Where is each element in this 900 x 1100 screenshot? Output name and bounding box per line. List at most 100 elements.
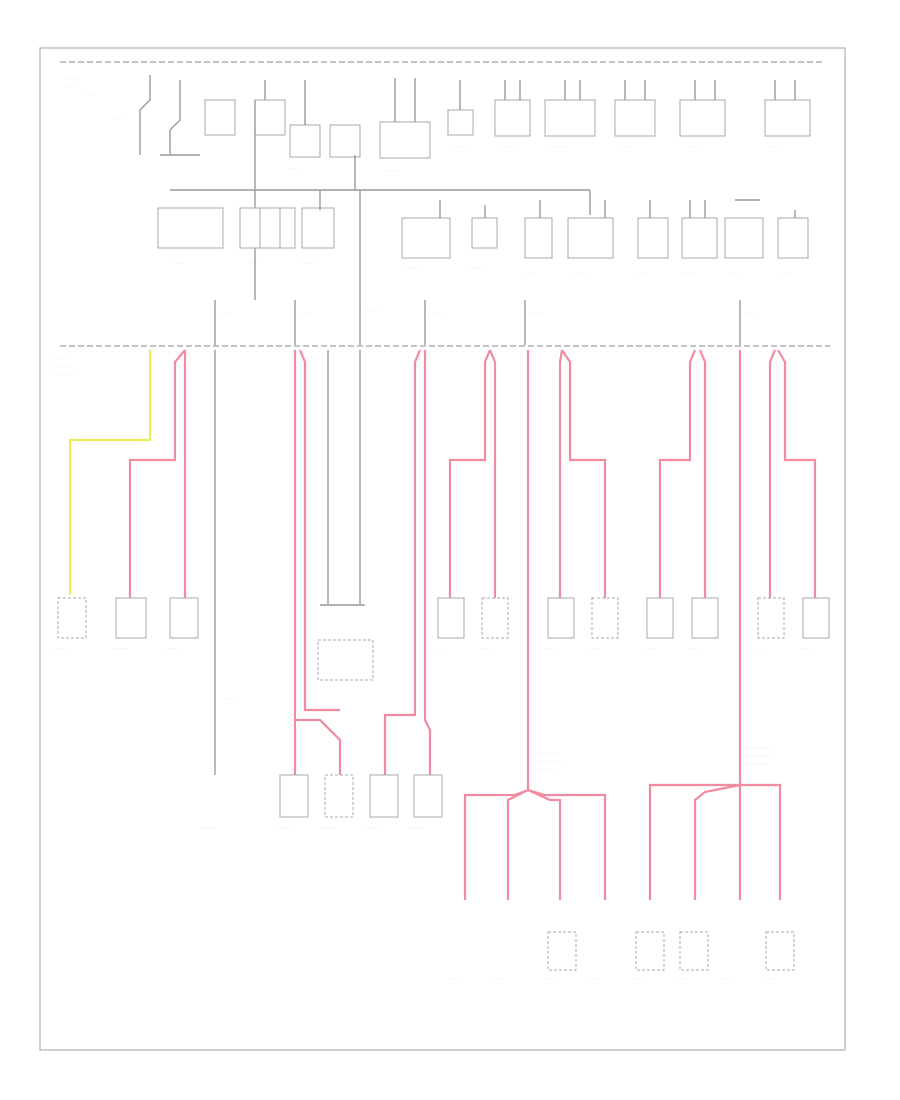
svg-text:· · · ·: · · · · xyxy=(730,271,739,276)
module-4 xyxy=(437,597,465,639)
svg-text:· · · · · · ·: · · · · · · · xyxy=(55,364,72,369)
svg-text:· · · · ·: · · · · · xyxy=(470,266,481,271)
svg-text:· · · · · ·: · · · · · · xyxy=(200,826,214,831)
relay-mid-11 xyxy=(777,217,809,259)
svg-text:· · · ·: · · · · xyxy=(525,271,534,276)
svg-text:· · · · · · · · ·: · · · · · · · · · xyxy=(745,762,767,767)
relay-mid-1 xyxy=(157,207,224,249)
svg-text:· · · ·: · · · · xyxy=(722,976,731,981)
relay-top-2 xyxy=(379,121,431,159)
svg-text:· · · ·: · · · · xyxy=(677,976,686,981)
module-3 xyxy=(169,597,199,639)
svg-text:· · · · ·: · · · · · xyxy=(620,144,631,149)
svg-text:· · · ·: · · · · xyxy=(545,976,554,981)
svg-text:· · · · · · ·: · · · · · · · xyxy=(365,308,382,313)
svg-text:· · · · · ·: · · · · · · xyxy=(500,144,514,149)
svg-text:· · · · ·: · · · · · xyxy=(745,311,756,316)
svg-text:· · · ·: · · · · xyxy=(480,646,489,651)
svg-text:· · · · ·: · · · · · xyxy=(770,144,781,149)
relay-mid-9 xyxy=(681,217,718,259)
module-8 xyxy=(646,597,674,639)
svg-text:· · · ·: · · · · xyxy=(450,976,459,981)
svg-text:· · · ·: · · · · xyxy=(175,261,184,266)
svg-text:· · · · · · · · · · ·: · · · · · · · · · · · xyxy=(745,754,772,759)
svg-text:· · · · ·: · · · · · xyxy=(455,144,466,149)
svg-text:· · · · · ·: · · · · · · xyxy=(65,76,79,81)
svg-text:· · · ·: · · · · xyxy=(800,646,809,651)
svg-text:· · · · · · · · · · · · ·: · · · · · · · · · · · · · xyxy=(532,759,564,764)
module-13 xyxy=(279,774,309,818)
harness-wires xyxy=(68,349,817,790)
svg-text:· · · ·: · · · · xyxy=(590,976,599,981)
module-11 xyxy=(802,597,830,639)
module-15 xyxy=(369,774,399,818)
svg-text:· · · ·: · · · · xyxy=(495,976,504,981)
svg-text:· · · · · ·: · · · · · · xyxy=(55,646,69,651)
relay-mid-6 xyxy=(524,217,553,259)
relay-top-4 xyxy=(494,99,531,137)
svg-text:· · · · · ·: · · · · · · xyxy=(322,826,336,831)
module-9 xyxy=(691,597,719,639)
module-7 xyxy=(591,597,619,639)
svg-text:· · · · ·: · · · · · xyxy=(250,261,261,266)
svg-text:· · · · · · · · · ·: · · · · · · · · · · xyxy=(745,746,769,751)
module-12 xyxy=(317,639,374,681)
diagram-frame xyxy=(39,47,846,1051)
svg-text:· · · · · ·: · · · · · · xyxy=(300,261,314,266)
bottom-module-4 xyxy=(765,931,795,971)
svg-text:· · · · · · ·: · · · · · · · xyxy=(165,646,182,651)
module-1 xyxy=(57,597,87,639)
relay-mid-7 xyxy=(567,217,614,259)
svg-text:· · · ·: · · · · xyxy=(633,976,642,981)
svg-text:· · · ·: · · · · xyxy=(690,646,699,651)
svg-text:· · ·: · · · xyxy=(170,146,176,151)
relay-mid-3 xyxy=(301,207,335,249)
svg-text:· · · ·: · · · · xyxy=(435,646,444,651)
svg-text:· · · · ·: · · · · · xyxy=(780,271,791,276)
svg-text:· · · · ·: · · · · · xyxy=(65,84,76,89)
relay-mid-12 xyxy=(259,207,281,249)
relay-top-5 xyxy=(544,99,596,137)
module-2 xyxy=(115,597,147,639)
mid-relay-row: · · · · · · · · · · · · · · · · · · · · … xyxy=(157,190,809,276)
relay-mid-5 xyxy=(471,217,498,249)
svg-text:· · · · · ·: · · · · · · xyxy=(385,168,399,173)
bottom-module-3 xyxy=(679,931,709,971)
wire-yellow xyxy=(68,350,152,595)
relay-top-9 xyxy=(254,99,286,136)
svg-text:· · · ·: · · · · xyxy=(765,976,774,981)
bottom-module-2 xyxy=(635,931,665,971)
relay-top-8 xyxy=(764,99,811,137)
module-16 xyxy=(413,774,443,818)
relay-mid-4 xyxy=(401,217,451,259)
splice-fanout: · · · · · · · · · · · · · · · · · · · · … xyxy=(463,746,782,900)
relay-top-1 xyxy=(289,124,321,158)
module-6 xyxy=(547,597,575,639)
svg-text:· · · · · · · · ·: · · · · · · · · · xyxy=(532,767,554,772)
svg-text:· · · · · · · · · · ·: · · · · · · · · · · · xyxy=(532,751,559,756)
svg-text:· · · · ·: · · · · · xyxy=(635,271,646,276)
svg-text:· · · ·: · · · · xyxy=(225,696,234,701)
svg-text:· · · · · ·: · · · · · · xyxy=(366,826,380,831)
svg-text:· · · · · ·: · · · · · · xyxy=(680,271,694,276)
relay-mid-8 xyxy=(637,217,669,259)
svg-text:· · · · ·: · · · · · xyxy=(430,311,441,316)
svg-text:· · · · · ·: · · · · · · xyxy=(410,826,424,831)
module-14 xyxy=(324,774,354,818)
svg-text:· · · · · ·: · · · · · · xyxy=(55,356,69,361)
svg-text:· · · · ·: · · · · · xyxy=(300,311,311,316)
svg-text:· · · · · ·: · · · · · · xyxy=(530,311,544,316)
svg-text:· · · ·: · · · · xyxy=(85,92,94,97)
svg-text:· · · · ·: · · · · · xyxy=(112,116,123,121)
module-10 xyxy=(757,597,785,639)
fuse-labels: · · · · · · · · · · · · · · · · · · · · … xyxy=(214,300,756,345)
relay-top-7 xyxy=(679,99,726,137)
relay-mid-10 xyxy=(724,217,764,259)
svg-text:· · · ·: · · · · xyxy=(645,646,654,651)
svg-text:· · · · · ·: · · · · · · xyxy=(575,271,589,276)
lower-modules: · · · · · · · · · · · · · · · · · · · · … xyxy=(55,597,830,831)
svg-text:· · · · · ·: · · · · · · xyxy=(278,826,292,831)
svg-text:· · · · ·: · · · · · xyxy=(688,144,699,149)
svg-text:· · · ·: · · · · xyxy=(545,646,554,651)
